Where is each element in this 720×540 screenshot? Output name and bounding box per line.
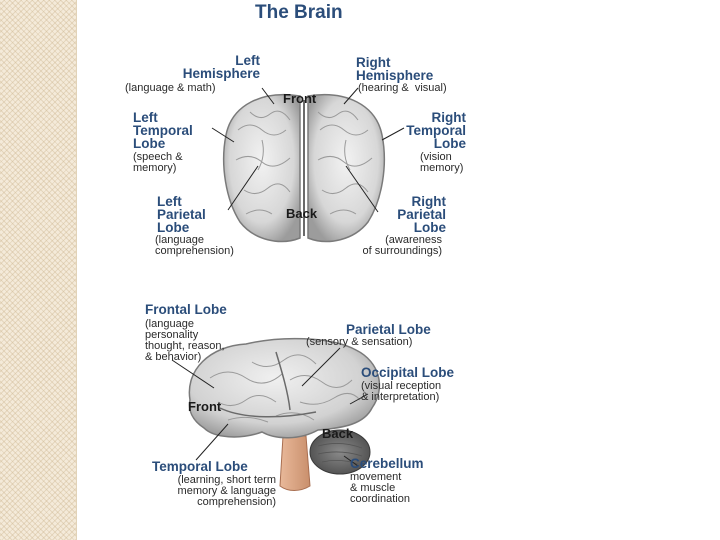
right-hemisphere-desc: (hearing & visual) [358,82,447,94]
right-temporal-desc: (vision memory) [420,151,464,174]
brain-side-view [188,337,381,491]
decorative-side-strip [0,0,77,540]
cerebellum-desc: movement & muscle coordination [350,471,410,505]
top-view-pointers [211,87,405,213]
right-parietal-desc: (awareness of surroundings) [362,234,443,257]
side-view-pointers [171,347,369,467]
right-temporal-title: Right Temporal Lobe [406,110,466,151]
cerebellum-title: Cerebellum [350,456,424,471]
side-front-label: Front [188,399,222,414]
left-temporal-desc: (speech & memory) [133,151,183,174]
right-parietal-title: Right Parietal Lobe [397,194,446,235]
left-hemisphere-desc: (language & math) [125,82,216,94]
temporal-lobe-desc: (learning, short term memory & language … [177,474,276,508]
top-back-label: Back [286,206,318,221]
right-hemisphere-title: Right Hemisphere [356,55,434,83]
parietal-lobe-title: Parietal Lobe [346,322,431,337]
side-back-label: Back [322,426,354,441]
parietal-lobe-desc: (sensory & sensation) [306,336,413,348]
top-front-label: Front [283,91,317,106]
left-parietal-desc: (language comprehension) [155,234,234,257]
left-parietal-title: Left Parietal Lobe [157,194,206,235]
temporal-lobe-title: Temporal Lobe [152,459,248,474]
left-hemisphere-title: Left Hemisphere [182,53,260,81]
left-temporal-title: Left Temporal Lobe [133,110,193,151]
occipital-lobe-desc: (visual reception & interpretation) [361,380,442,403]
brain-top-view [222,94,386,243]
frontal-lobe-desc: (language personality thought, reason, &… [145,318,225,363]
frontal-lobe-title: Frontal Lobe [145,302,227,317]
occipital-lobe-title: Occipital Lobe [361,365,455,380]
page-title: The Brain [255,2,343,23]
